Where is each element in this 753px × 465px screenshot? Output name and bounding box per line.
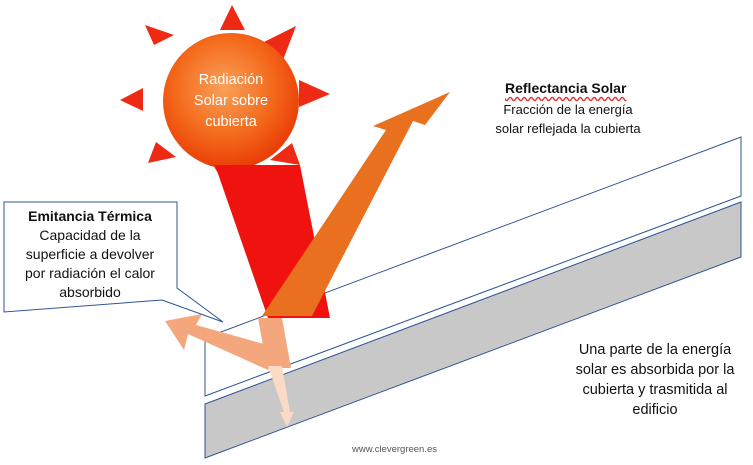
emittance-description-line: Capacidad de la (39, 227, 141, 243)
emittance-title: Emitancia Térmica (28, 208, 152, 224)
reflectance-title: Reflectancia Solar (505, 80, 626, 96)
emittance-description-line: por radiación el calor (25, 265, 155, 281)
thermal-emittance-arrow (165, 314, 278, 370)
reflected-radiation-arrow (262, 92, 450, 316)
emittance-description-line: absorbido (59, 284, 121, 300)
reflectance-title-text: Reflectancia Solar (505, 80, 627, 96)
absorption-description: Una parte de la energía solar es absorbi… (566, 340, 744, 420)
reflectance-description-line: solar reflejada la cubierta (495, 121, 641, 136)
emittance-callout-box (3, 201, 224, 323)
emittance-label: Emitancia Térmica Capacidad de la superf… (9, 207, 171, 302)
footer-website: www.clevergreen.es (352, 444, 438, 455)
sun-icon (163, 33, 299, 169)
transmitted-energy-arrow (268, 366, 294, 427)
sun-label-line: cubierta (205, 114, 257, 130)
sun-label-line: Solar sobre (193, 93, 269, 109)
emittance-description-line: superficie a devolver (25, 246, 155, 262)
absorption-description-line: edificio (632, 402, 678, 418)
reflectance-description-line: Fracción de la energía (503, 102, 633, 117)
sun-label: Radiación Solar sobre cubierta (168, 70, 294, 133)
sun-label-line: Radiación (198, 72, 264, 88)
absorption-description-line: Una parte de la energía (578, 342, 732, 358)
reflectance-description: Fracción de la energía solar reflejada l… (482, 100, 654, 138)
absorption-description-line: cubierta y trasmitida al (582, 382, 728, 398)
roof-lower-slab (204, 201, 742, 459)
roof-upper-layer (204, 136, 742, 397)
absorption-description-line: solar es absorbida por la (575, 362, 735, 378)
